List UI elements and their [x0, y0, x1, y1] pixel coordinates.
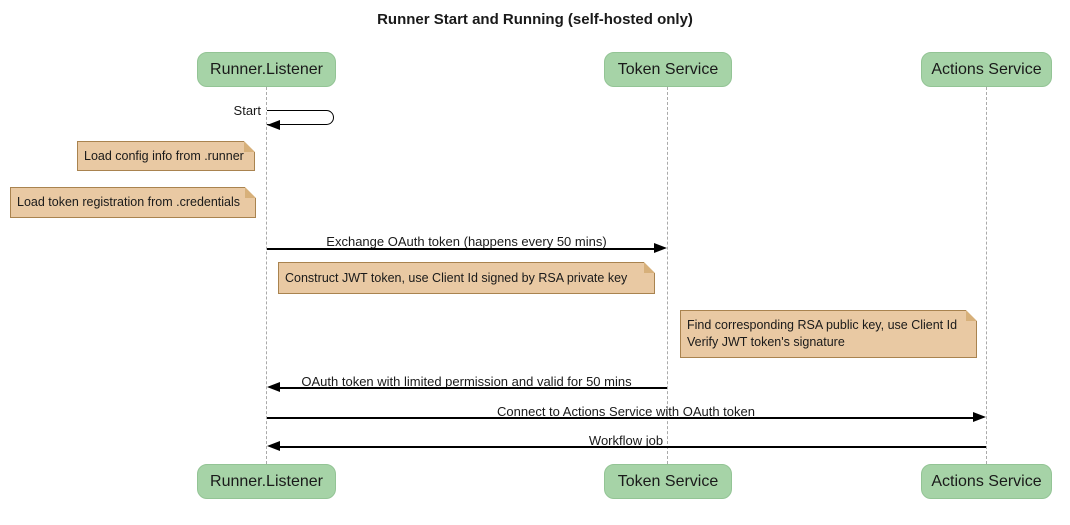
message-label-start: Start	[233, 103, 261, 118]
message-label-workflow-job: Workflow job	[588, 433, 664, 448]
note-load-token-registration: Load token registration from .credential…	[10, 187, 256, 218]
note-load-config: Load config info from .runner	[77, 141, 255, 171]
note-text: Load config info from .runner	[84, 148, 244, 163]
message-line-exchange-oauth	[267, 248, 657, 250]
arrowhead-left-icon	[267, 441, 280, 451]
message-label-exchange-oauth: Exchange OAuth token (happens every 50 m…	[326, 234, 607, 249]
message-line-connect	[267, 417, 974, 419]
message-line-workflow-job	[277, 446, 986, 448]
participant-top-runner-listener: Runner.Listener	[197, 52, 336, 87]
arrowhead-right-icon	[973, 412, 986, 422]
note-fold-icon	[966, 310, 977, 321]
participant-bottom-actions-service: Actions Service	[921, 464, 1052, 499]
arrowhead-left-icon	[267, 120, 280, 130]
participant-bottom-token-service: Token Service	[604, 464, 732, 499]
note-construct-jwt: Construct JWT token, use Client Id signe…	[278, 262, 655, 294]
note-verify-jwt: Find corresponding RSA public key, use C…	[680, 310, 977, 358]
message-label-oauth-return: OAuth token with limited permission and …	[301, 374, 632, 389]
diagram-title: Runner Start and Running (self-hosted on…	[377, 11, 693, 28]
lifeline-runner-listener	[266, 87, 267, 464]
note-text-line-2: Verify JWT token's signature	[687, 335, 845, 349]
note-text: Load token registration from .credential…	[17, 195, 241, 209]
message-self-loop-line	[267, 110, 334, 125]
participant-top-token-service: Token Service	[604, 52, 732, 87]
note-text-line-1: Find corresponding RSA public key, use C…	[687, 318, 958, 332]
note-text: Construct JWT token, use Client Id signe…	[285, 270, 628, 285]
lifeline-actions-service	[986, 87, 987, 464]
note-fold-icon	[244, 141, 255, 152]
message-line-oauth-return	[277, 387, 667, 389]
lifeline-token-service	[667, 87, 668, 464]
note-fold-icon	[644, 262, 655, 273]
arrowhead-left-icon	[267, 382, 280, 392]
participant-top-actions-service: Actions Service	[921, 52, 1052, 87]
note-fold-icon	[245, 187, 256, 198]
message-label-connect: Connect to Actions Service with OAuth to…	[497, 404, 755, 419]
participant-bottom-runner-listener: Runner.Listener	[197, 464, 336, 499]
arrowhead-right-icon	[654, 243, 667, 253]
